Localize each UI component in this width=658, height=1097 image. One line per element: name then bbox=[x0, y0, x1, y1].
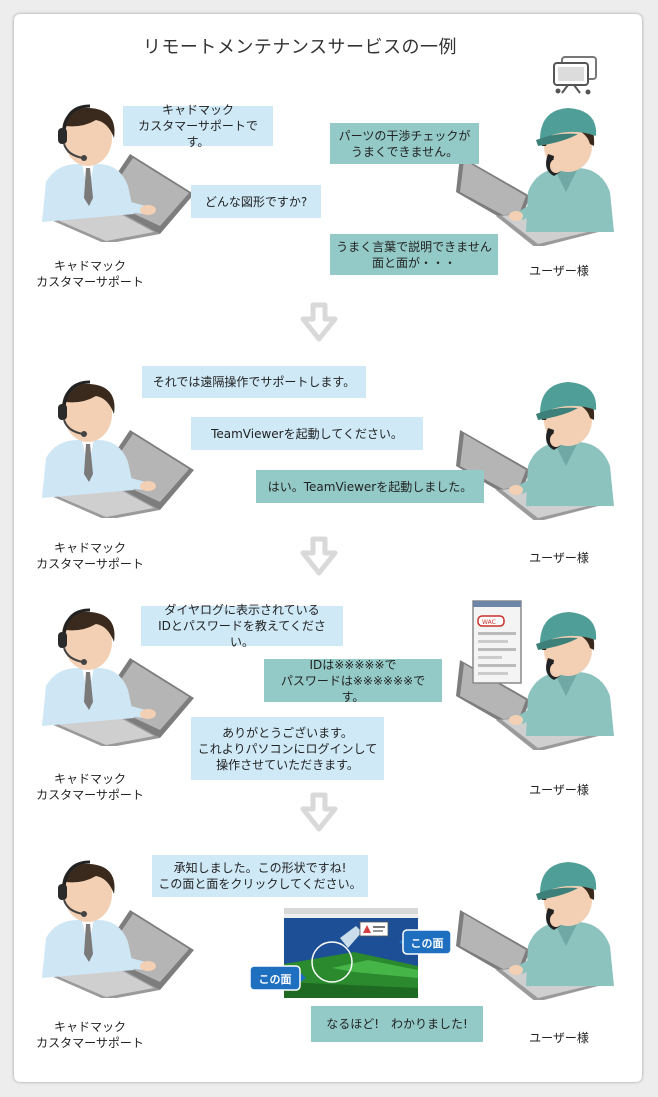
support-label: キャドマック カスタマーサポート bbox=[36, 1020, 144, 1050]
support-label: キャドマック カスタマーサポート bbox=[36, 541, 144, 571]
user-label: ユーザー様 bbox=[529, 551, 589, 565]
support-agent-figure bbox=[42, 378, 202, 518]
support-message: どんな図形ですか? bbox=[191, 185, 321, 218]
callout-this-face: この面 bbox=[249, 965, 306, 991]
user-label: ユーザー様 bbox=[529, 783, 589, 797]
down-arrow-icon bbox=[299, 786, 339, 840]
down-arrow-icon bbox=[299, 296, 339, 350]
user-label: ユーザー様 bbox=[529, 1031, 589, 1045]
support-message: ダイヤログに表示されている IDとパスワードを教えてください。 bbox=[141, 603, 343, 649]
support-message: ありがとうございます。 これよりパソコンにログインして 操作させていただきます。 bbox=[191, 717, 384, 780]
user-message: IDは※※※※※で パスワードは※※※※※※です。 bbox=[264, 658, 442, 704]
user-figure bbox=[456, 106, 616, 246]
support-label: キャドマック カスタマーサポート bbox=[36, 772, 144, 802]
user-label: ユーザー様 bbox=[529, 264, 589, 278]
support-message: キャドマック カスタマーサポートです。 bbox=[123, 103, 273, 149]
cad-screenshot bbox=[284, 908, 418, 998]
callout-label: この面 bbox=[411, 937, 444, 950]
support-message: それでは遠隔操作でサポートします。 bbox=[142, 366, 366, 398]
user-message: はい。TeamViewerを起動しました。 bbox=[256, 470, 484, 503]
teamviewer-dialog-screenshot: WAC bbox=[472, 600, 522, 684]
support-message: 承知しました。この形状ですね! この面と面をクリックしてください。 bbox=[152, 855, 368, 897]
user-message: うまく言葉で説明できません 面と面が・・・ bbox=[330, 234, 498, 275]
network-monitor-icon bbox=[553, 56, 597, 95]
dialog-logo: WAC bbox=[482, 619, 496, 626]
callout-label: この面 bbox=[259, 973, 292, 986]
support-label: キャドマック カスタマーサポート bbox=[36, 259, 144, 289]
down-arrow-icon bbox=[299, 530, 339, 584]
user-figure bbox=[456, 860, 616, 1000]
page-title: リモートメンテナンスサービスの一例 bbox=[142, 37, 458, 58]
callout-this-face: この面 bbox=[399, 929, 452, 955]
user-message: なるほど! わかりました! bbox=[311, 1006, 483, 1042]
support-message: TeamViewerを起動してください。 bbox=[191, 417, 423, 450]
user-message: パーツの干渉チェックが うまくできません。 bbox=[330, 123, 479, 164]
